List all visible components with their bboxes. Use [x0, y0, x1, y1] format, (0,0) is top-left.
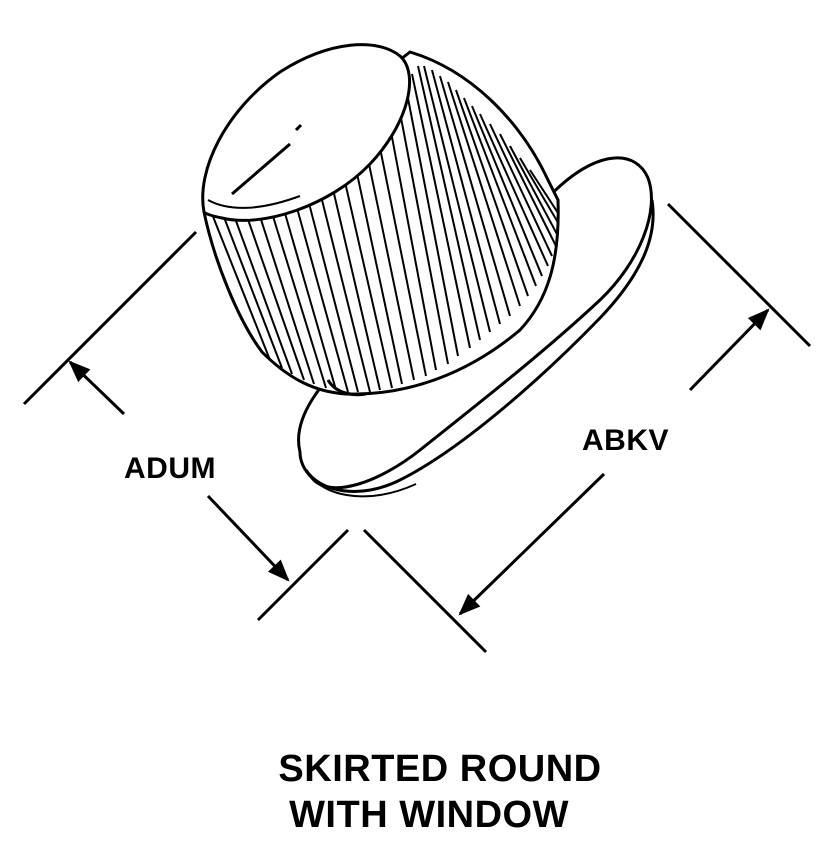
- knurled-body: [202, 50, 560, 397]
- abkv-extension-line-right: [666, 202, 812, 348]
- abkv-dimension-label: ABKV: [582, 424, 670, 457]
- abkv-extension-line-left: [362, 528, 488, 654]
- dimension-adum: [22, 230, 350, 622]
- top-face-window: [201, 43, 412, 222]
- adum-arrow-upper: [68, 360, 126, 416]
- adum-arrow-lower: [206, 494, 290, 582]
- adum-extension-line-bottom: [256, 528, 350, 622]
- caption-title-line1: SKIRTED ROUND: [278, 748, 602, 790]
- adum-extension-line-top: [22, 230, 198, 406]
- abkv-arrow-upper: [688, 308, 770, 392]
- dimension-abkv: [362, 202, 812, 654]
- abkv-arrow-lower: [458, 472, 606, 616]
- caption-title-line2: WITH WINDOW: [289, 794, 569, 836]
- adum-dimension-label: ADUM: [124, 452, 216, 485]
